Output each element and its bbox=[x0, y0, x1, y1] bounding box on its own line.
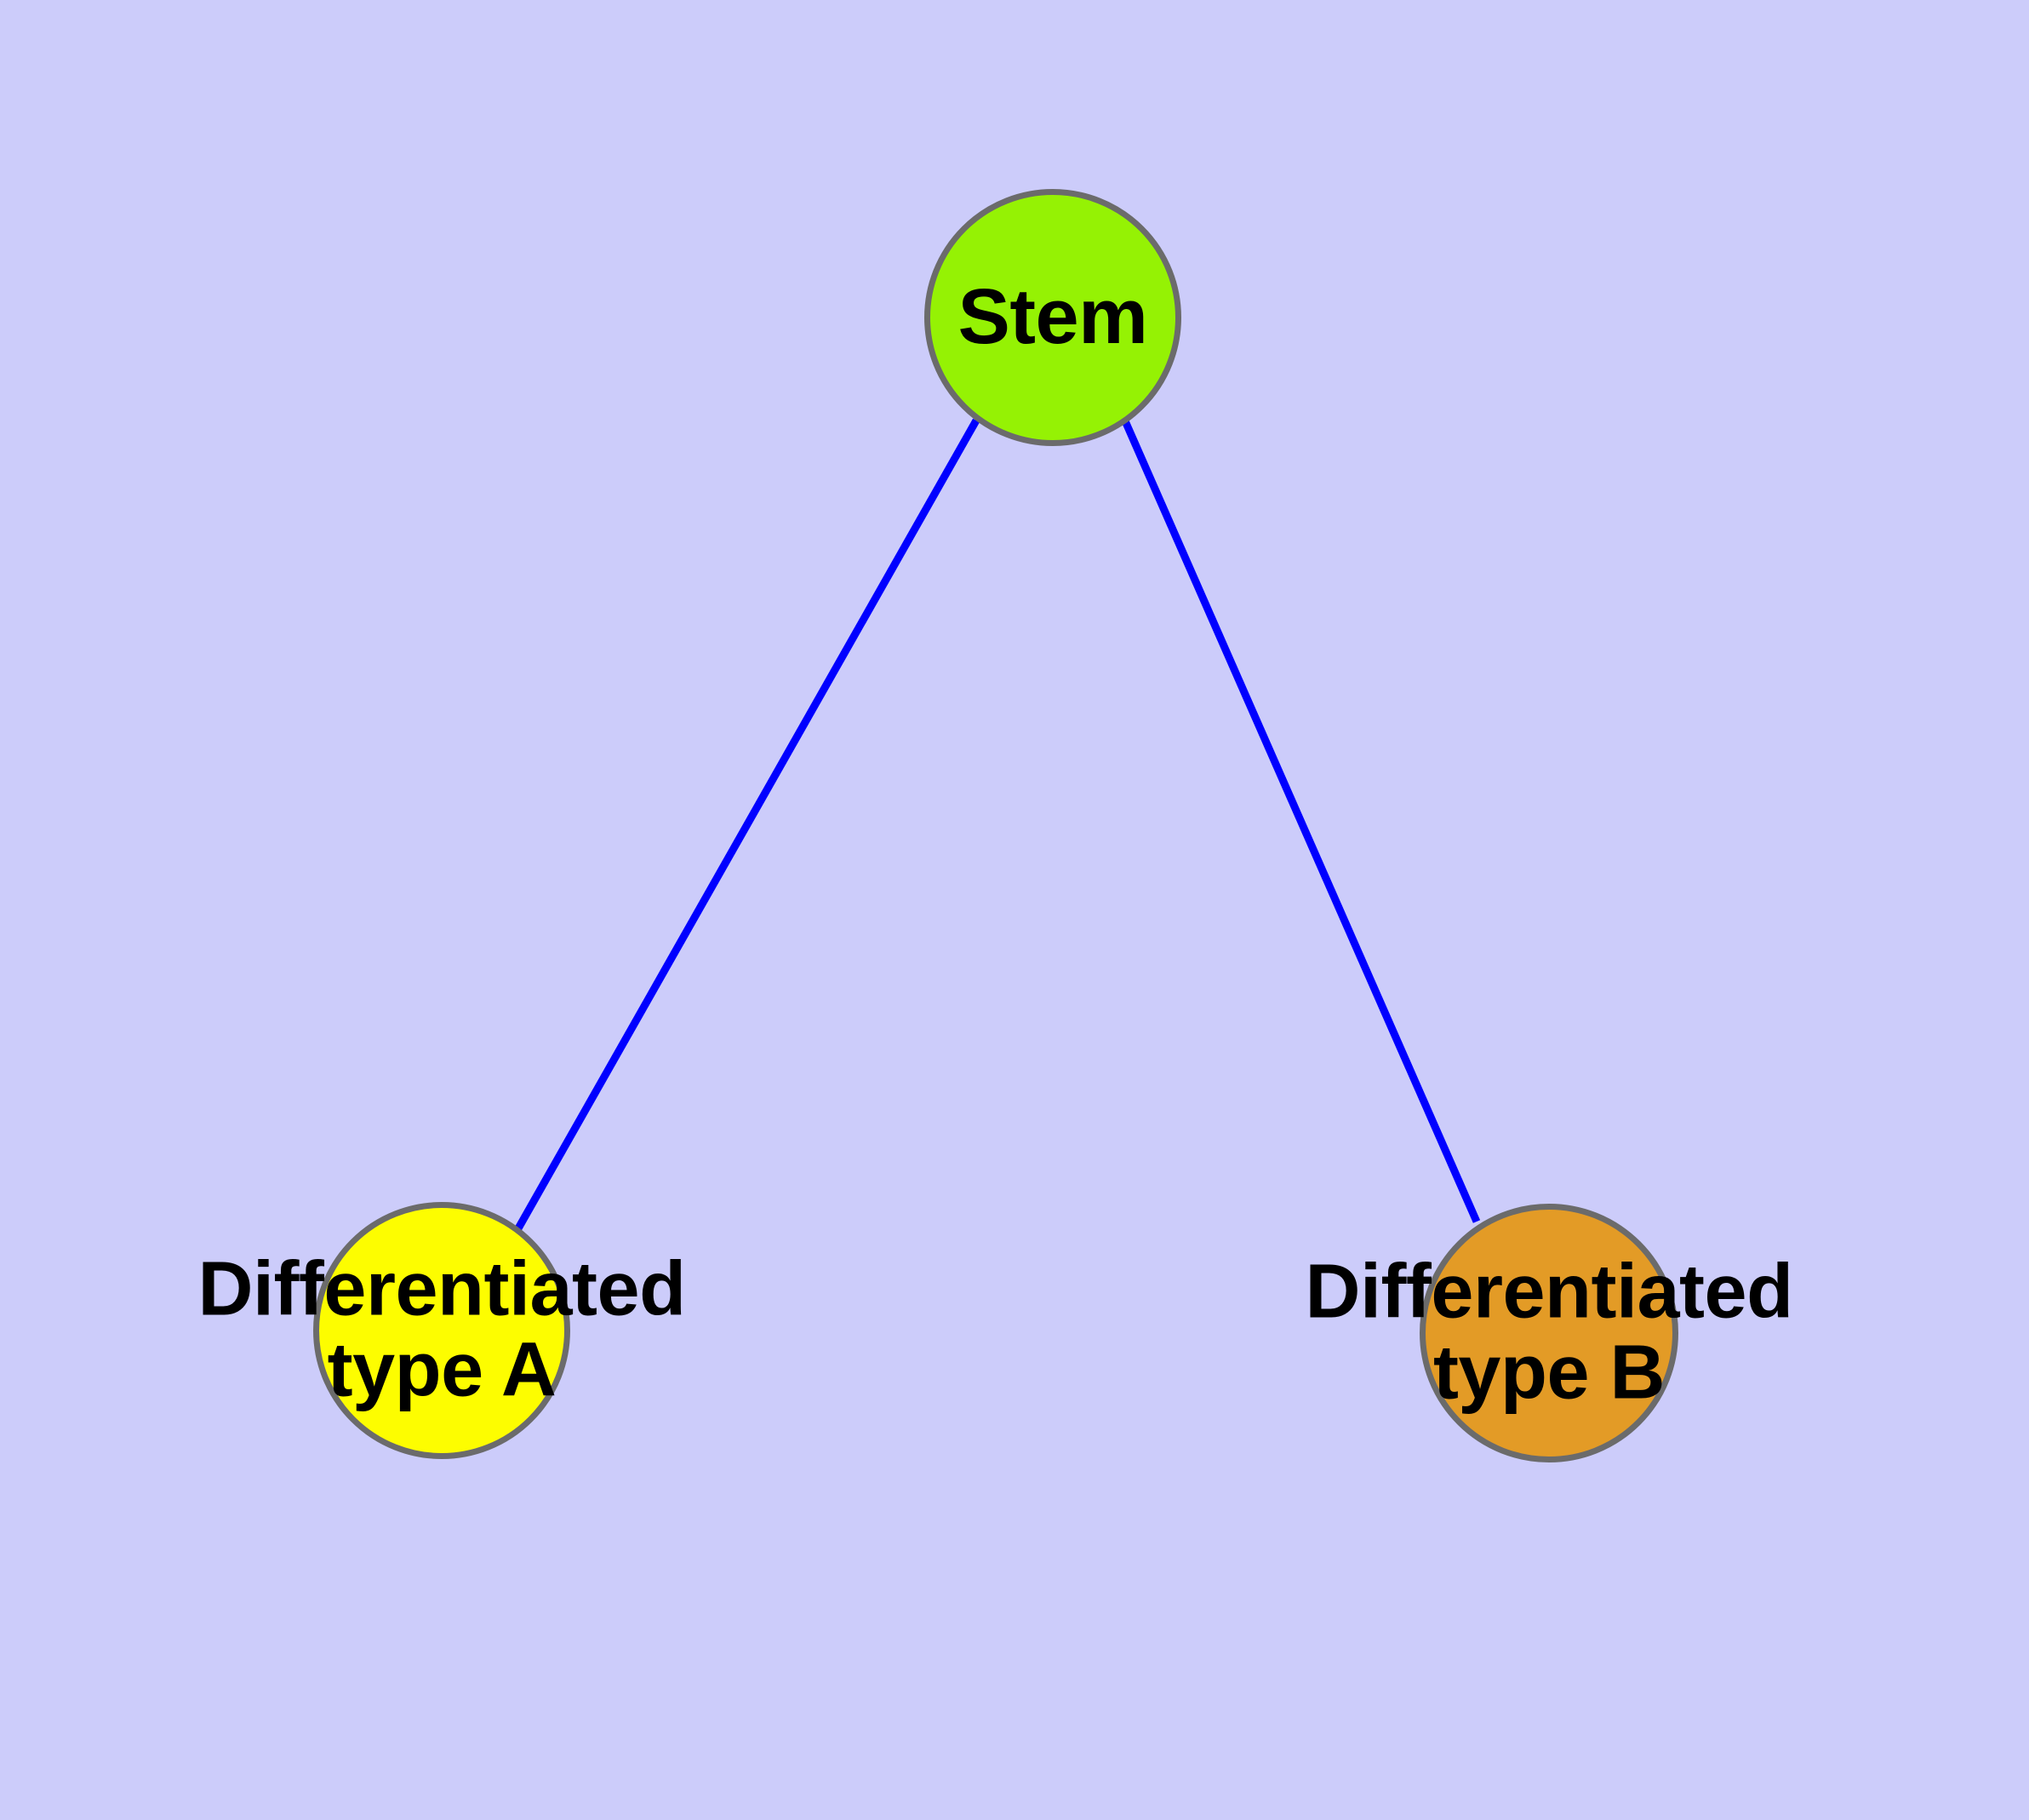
node-differentiated-type-b[interactable]: Differentiated type B bbox=[1305, 1204, 1793, 1462]
edge-stem-to-differentiated-type-b bbox=[1119, 415, 1481, 1223]
edge-stem-to-differentiated-type-a bbox=[515, 418, 980, 1231]
node-stem[interactable]: Stem bbox=[924, 189, 1181, 446]
label-line-2: type B bbox=[1432, 1331, 1666, 1416]
node-differentiated-type-a[interactable]: Differentiated type A bbox=[197, 1202, 686, 1459]
node-stem-label: Stem bbox=[957, 273, 1148, 361]
label-line-2: type A bbox=[327, 1328, 557, 1413]
